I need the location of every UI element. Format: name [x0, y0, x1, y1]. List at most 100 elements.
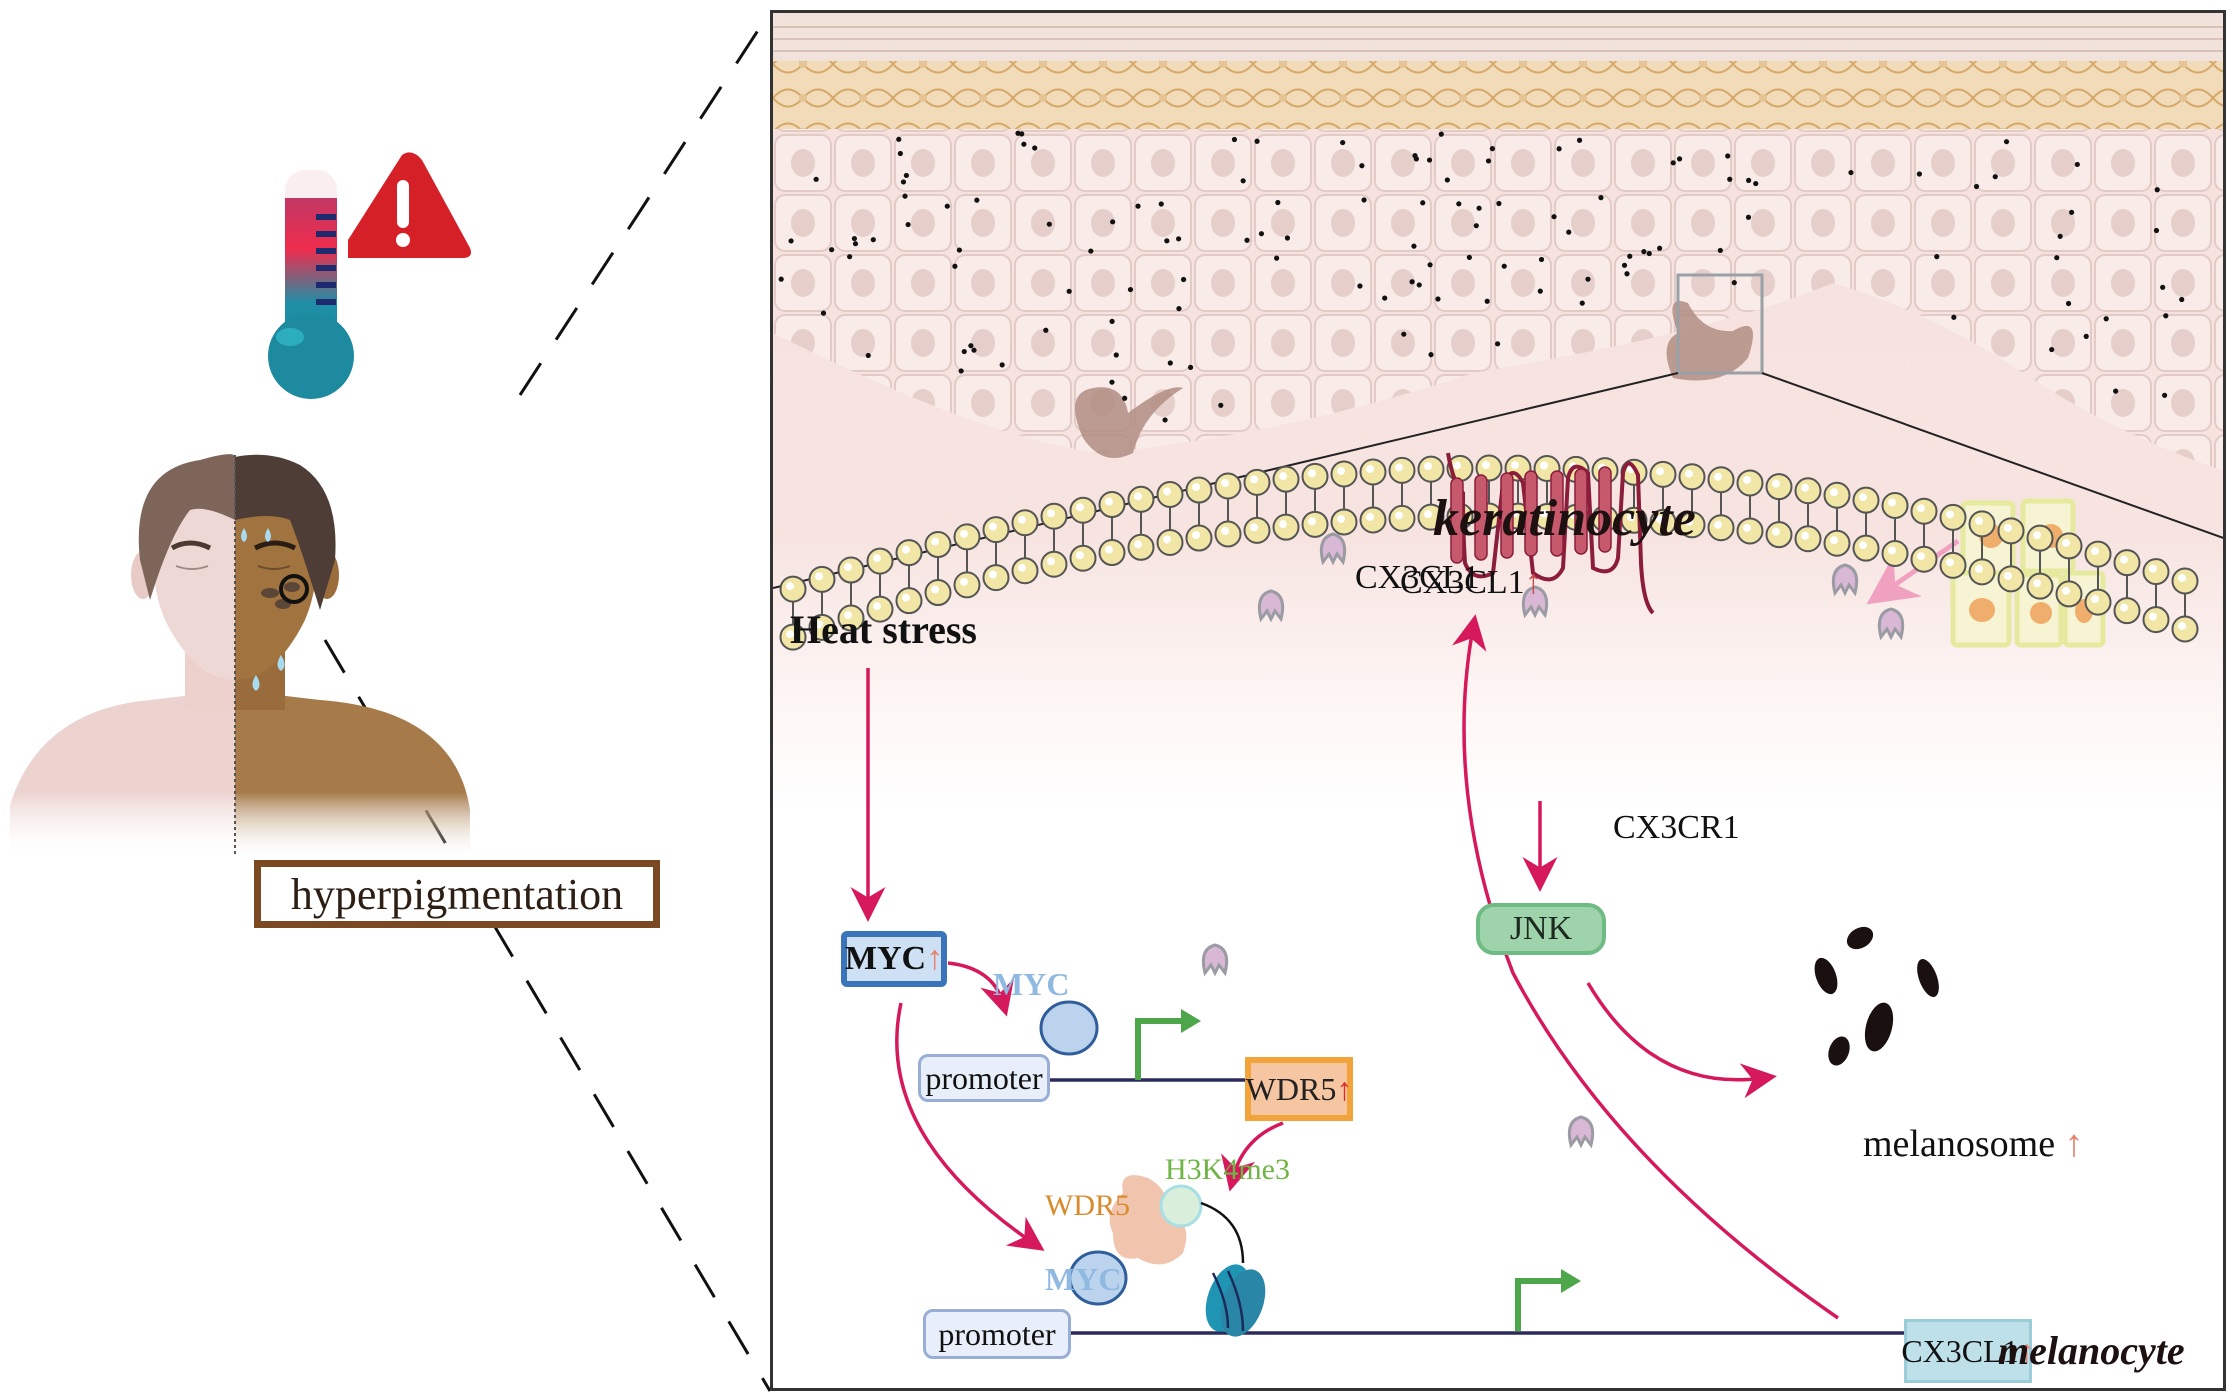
lipid-head: [1823, 481, 1851, 509]
lipid-head: [1272, 513, 1300, 541]
lipid-highlight: [1163, 487, 1171, 496]
myc-to-promoter-arrow: [947, 961, 1015, 1017]
melanin-dot: [1158, 201, 1164, 207]
melanin-dot: [971, 347, 977, 353]
cx3cl1-upregulated-box: CX3CL1↑: [1901, 1319, 2035, 1383]
lipid-head: [808, 565, 836, 593]
wdr5-upregulated-box: WDR5↑: [1245, 1057, 1353, 1121]
melanin-dot: [1411, 243, 1417, 249]
lipid-highlight: [960, 577, 968, 586]
melanin-dot: [1579, 300, 1585, 306]
lipid-head: [1011, 557, 1039, 585]
lipid-head: [1881, 539, 1909, 567]
wdr5-box-label: WDR5: [1245, 1070, 1337, 1107]
myc-to-cx3cl1-promoter-arrow: [895, 1002, 1045, 1251]
melanin-dot: [897, 150, 903, 157]
melanin-dot: [1538, 256, 1545, 263]
lipid-highlight: [1946, 558, 1954, 567]
melanin-dot: [900, 179, 907, 185]
lipid-highlight: [1627, 513, 1635, 522]
melanin-dot: [1753, 180, 1759, 187]
lipid-highlight: [844, 563, 852, 572]
lipid-head: [982, 564, 1010, 592]
zoom-line-right: [1761, 372, 2223, 539]
up-arrow-icon: ↑: [2018, 1332, 2035, 1369]
melanin-dot: [1401, 331, 1407, 337]
lipid-highlight: [1685, 469, 1693, 478]
keratinocyte-layer: [773, 129, 2223, 471]
melanin-dot: [1240, 178, 1246, 184]
lipid-head: [1794, 525, 1822, 553]
lipid-head: [1359, 506, 1387, 534]
lipid-head: [1939, 503, 1967, 531]
melanosome-text: melanosome: [1863, 1123, 2056, 1165]
lipid-highlight: [1859, 493, 1867, 502]
lipid-highlight: [815, 620, 823, 629]
warning-triangle-icon: [348, 152, 471, 258]
cx3cl1-secreted-text: CX3CL1: [1400, 564, 1525, 601]
lipid-highlight: [2178, 573, 2186, 582]
melanin-dot: [1676, 156, 1683, 162]
lipid-head: [1040, 502, 1068, 530]
melanin-dot: [1627, 253, 1633, 259]
lipid-head: [1736, 517, 1764, 545]
melanin-dot: [788, 238, 794, 244]
cx3cl1-ligand: [1521, 585, 1549, 619]
melanin-dot: [2074, 161, 2080, 168]
lipid-highlight: [2062, 586, 2070, 595]
lipid-highlight: [2033, 531, 2041, 540]
melanin-dot: [1413, 156, 1419, 162]
lipid-highlight: [1076, 551, 1084, 560]
lipid-highlight: [1076, 503, 1084, 512]
lipid-highlight: [1395, 463, 1403, 472]
lipid-head: [1678, 463, 1706, 491]
lipid-highlight: [1975, 516, 1983, 525]
melanin-dot: [1556, 146, 1562, 152]
lipid-head: [1359, 458, 1387, 486]
lipid-head: [895, 539, 923, 567]
pathway-arrows: [850, 614, 1839, 1320]
lipid-head: [982, 516, 1010, 544]
melanin-dot: [1162, 417, 1168, 423]
melanin-dot: [2179, 296, 2185, 303]
melanin-dot: [1576, 137, 1583, 143]
h3k4me3-label: H3K4me3: [1165, 1153, 1290, 1186]
melanin-dot: [870, 237, 876, 243]
lipid-head: [953, 571, 981, 599]
up-arrow-icon: ↑: [926, 940, 944, 977]
melanin-dot: [1444, 177, 1450, 183]
lipid-head: [1156, 528, 1184, 556]
jnk-label: JNK: [1509, 910, 1573, 947]
lipid-highlight: [1047, 509, 1055, 518]
lipid-highlight: [1540, 509, 1548, 518]
melanin-dot: [1109, 318, 1115, 324]
lipid-head: [1069, 544, 1097, 572]
melanin-dot: [1428, 352, 1434, 358]
melanin-dot: [968, 343, 974, 349]
melanin-dot: [1032, 145, 1038, 151]
myc-bound-label-2: MYC: [1045, 1261, 1122, 1297]
melanin-dot: [1426, 157, 1433, 163]
lipid-head: [1156, 480, 1184, 508]
myc-bound-label-1: MYC: [993, 966, 1070, 1002]
lipid-head: [1127, 533, 1155, 561]
lipid-head: [924, 579, 952, 607]
lipid-head: [1707, 466, 1735, 494]
lipid-highlight: [2004, 571, 2012, 580]
lipid-highlight: [1946, 510, 1954, 519]
melanin-dot: [903, 172, 909, 179]
lipid-highlight: [1743, 523, 1751, 532]
melanin-dot: [820, 310, 827, 316]
lipid-highlight: [1105, 497, 1113, 506]
lipid-highlight: [1801, 483, 1809, 492]
melanin-dot: [1934, 254, 1940, 260]
lipid-head: [1214, 472, 1242, 500]
lipid-highlight: [1888, 546, 1896, 555]
lipid-head: [1214, 520, 1242, 548]
lipid-highlight: [1656, 467, 1664, 476]
lipid-highlight: [1888, 498, 1896, 507]
lipid-head: [779, 623, 807, 651]
lipid-head: [2084, 588, 2112, 616]
lipid-highlight: [2004, 523, 2012, 532]
lipid-highlight: [2178, 621, 2186, 630]
